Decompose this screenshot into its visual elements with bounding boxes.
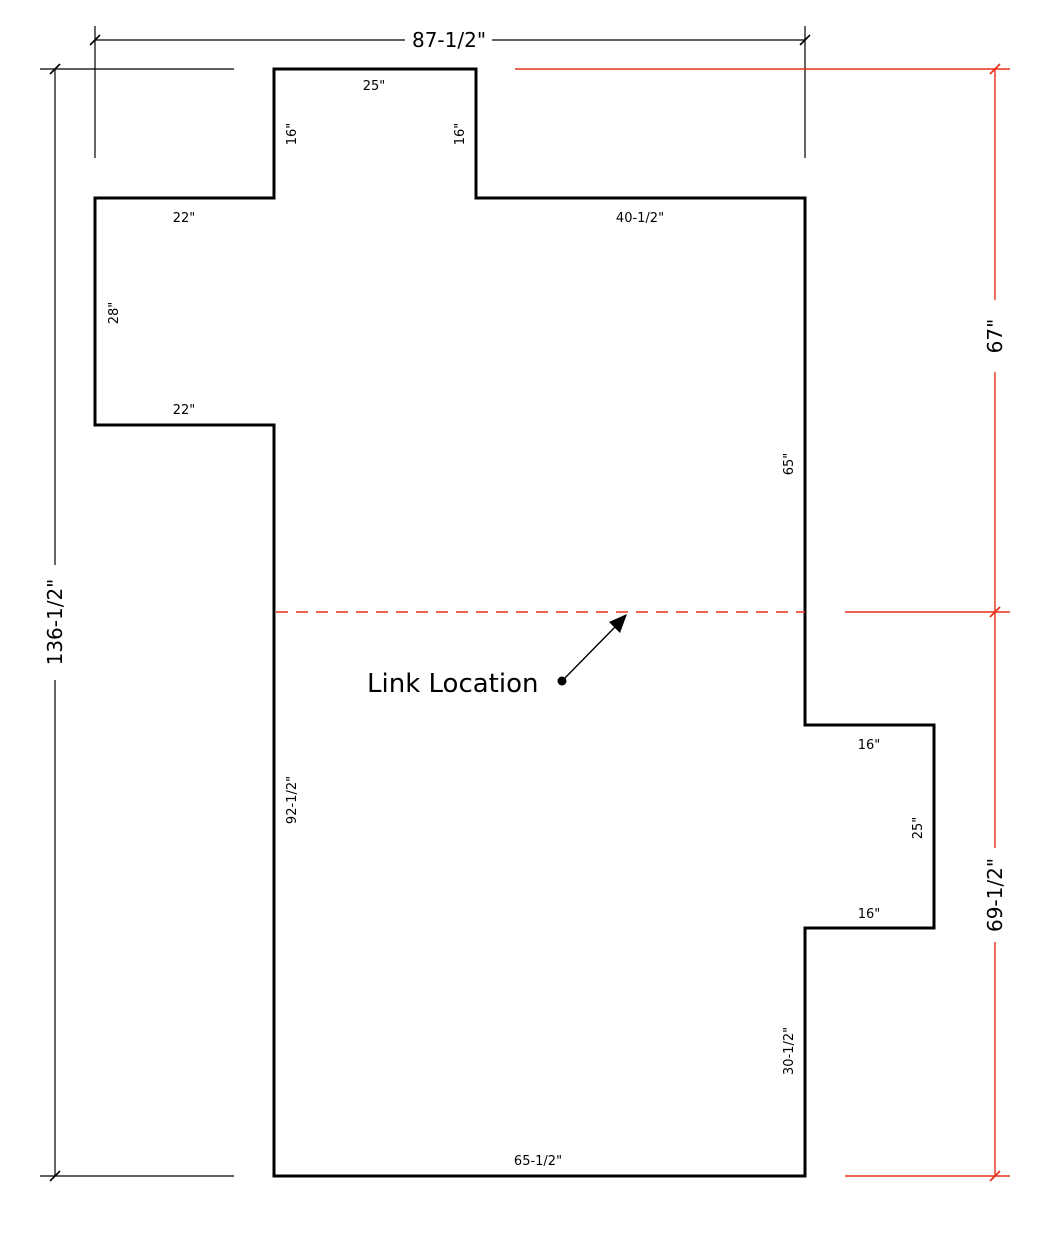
lower-section-label: 69-1/2" [983,858,1007,932]
label-top-notch-left-height: 16" [285,123,300,146]
overall-width-dimension [89,26,811,158]
link-section-dimensions [515,63,1010,1182]
label-left-wing-top: 22" [173,211,196,226]
label-top-right-run: 40-1/2" [616,211,664,226]
label-left-wing-bottom: 22" [173,403,196,418]
upper-section-label: 67" [983,319,1007,354]
label-top-notch-right-height: 16" [453,123,468,146]
label-right-upper: 65" [782,453,797,476]
overall-width-label: 87-1/2" [412,28,486,52]
overall-height-label: 136-1/2" [43,579,67,666]
label-right-notch-bottom: 16" [858,907,881,922]
label-right-notch-top: 16" [858,738,881,753]
link-location-label: Link Location [367,669,538,699]
label-right-lower: 30-1/2" [782,1027,797,1075]
label-right-notch-height: 25" [911,817,926,840]
label-top-notch-width: 25" [363,79,386,94]
overall-height-dimension [40,63,234,1182]
label-left-wing-height: 28" [107,302,122,325]
label-left-lower: 92-1/2" [285,776,300,824]
room-outline [93,67,936,1178]
link-location-arrow [557,614,627,686]
label-bottom: 65-1/2" [514,1154,562,1169]
